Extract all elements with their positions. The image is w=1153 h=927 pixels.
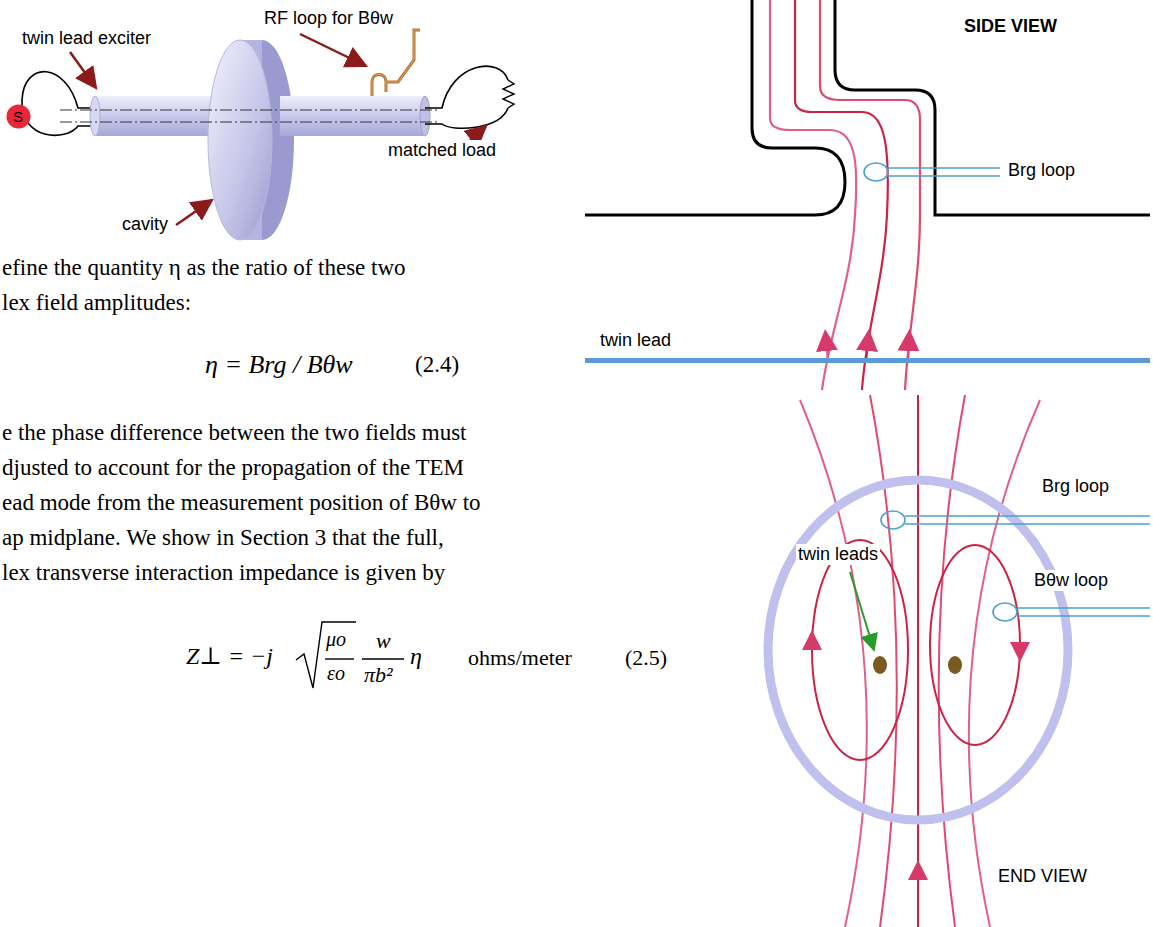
conductor-dot <box>873 656 887 674</box>
field-lines <box>800 395 1040 927</box>
equation-strokes <box>296 622 404 688</box>
conductor-dot <box>948 656 962 674</box>
unit-text: ohms/meter <box>468 645 572 670</box>
body-text: lex transverse interaction impedance is … <box>2 560 445 586</box>
equation: πb² <box>364 662 393 687</box>
part-label: twin lead exciter <box>20 28 153 49</box>
field-lines <box>770 0 920 390</box>
equation: η = Brg / Bθw <box>205 350 353 380</box>
twin-lead-rod <box>90 96 215 136</box>
equation-number: (2.5) <box>625 645 667 670</box>
part-label: twin leads <box>796 544 880 565</box>
body-text: ead mode from the measurement position o… <box>2 490 481 516</box>
part-label: cavity <box>120 214 170 235</box>
part-label: matched load <box>386 140 498 161</box>
equation: μo <box>326 628 346 651</box>
rf-loop-probe <box>372 30 420 96</box>
body-text: ap midplane. We show in Section 3 that t… <box>2 525 444 551</box>
part-label: twin lead <box>598 330 673 351</box>
load-loop <box>425 66 514 128</box>
body-text: efine the quantity η as the ratio of the… <box>2 255 406 281</box>
btw-loop-probe <box>993 603 1150 621</box>
resistor-symbol <box>503 80 514 108</box>
twin-lead-rod <box>60 96 440 136</box>
equation: εo <box>327 662 345 685</box>
view-title: END VIEW <box>996 866 1089 887</box>
view-title: SIDE VIEW <box>962 16 1059 37</box>
axis-line <box>60 122 440 123</box>
part-label: Bθw loop <box>1032 570 1110 591</box>
part-label: RF loop for Bθw <box>262 8 395 29</box>
brg-loop-probe <box>881 511 1150 529</box>
leader-arrow <box>850 572 874 650</box>
exciter-loop <box>22 72 95 136</box>
part-label: Brg loop <box>1040 476 1111 497</box>
body-text: lex field amplitudes: <box>2 290 191 316</box>
source-circle: S <box>6 104 31 129</box>
equation-number: (2.4) <box>415 352 459 378</box>
body-text: djusted to account for the propagation o… <box>2 455 464 481</box>
axis-line <box>60 110 440 111</box>
body-text: e the phase difference between the two f… <box>2 420 467 446</box>
part-label: Brg loop <box>1006 160 1077 181</box>
equation: w <box>376 628 391 653</box>
equation: Z⊥ = −j <box>186 643 273 671</box>
twin-lead-bar <box>585 358 1150 363</box>
node-text: S <box>6 104 31 129</box>
cavity-wall <box>585 0 1150 215</box>
equation: η <box>410 643 422 671</box>
brg-loop-probe <box>864 163 1000 181</box>
cavity-disk <box>208 40 294 240</box>
circle-fill <box>6 104 30 128</box>
leader-arrows <box>70 34 486 225</box>
cavity-ring <box>768 480 1068 820</box>
